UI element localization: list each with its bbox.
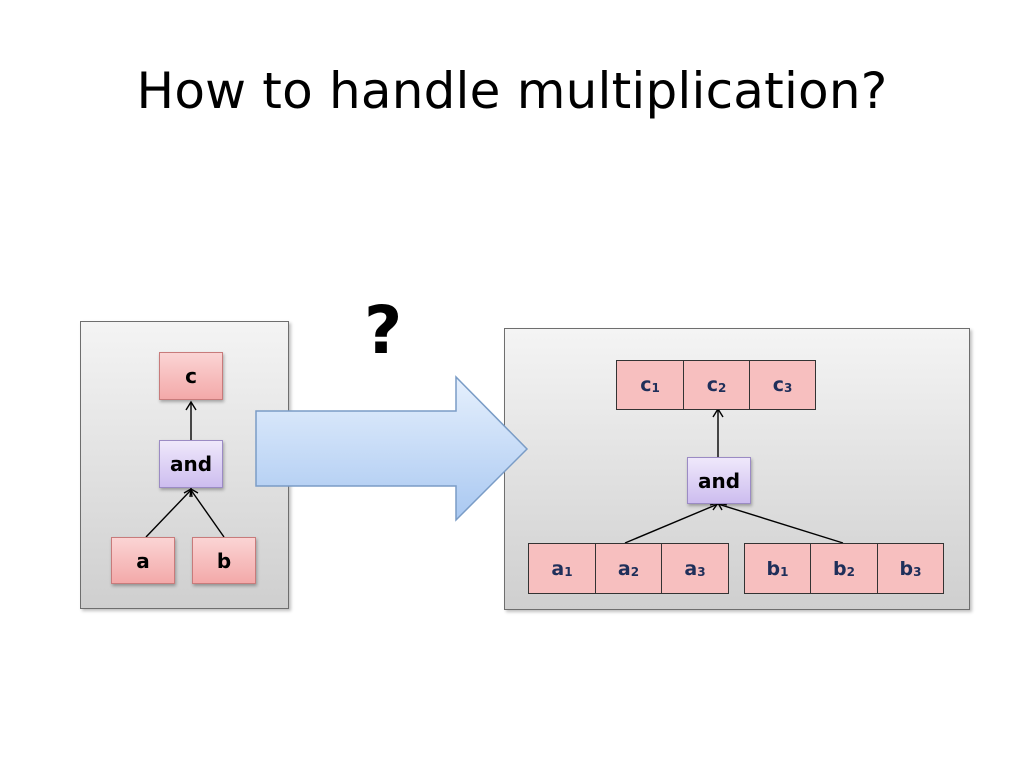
cell-base: b [833,557,847,580]
cell-base: a [617,557,631,580]
left-wires [145,400,225,538]
output-node-c: c [159,352,223,400]
cell-base: c [772,374,784,396]
question-mark: ? [364,292,403,369]
cell-index: 2 [630,564,640,579]
cell-index: 1 [564,564,573,579]
cell-index: 2 [717,381,727,395]
cell-index: 1 [651,381,660,395]
cell-base: b [899,557,914,580]
cell-base: c [640,374,652,396]
cell-index: 1 [780,564,789,579]
input-node-b: b [192,537,256,584]
cell-index: 2 [846,564,855,579]
and-gate-array: and [687,457,751,504]
cell-base: a [551,557,565,580]
input-node-a: a [111,537,175,584]
and-gate: and [159,440,223,488]
cell-base: b [766,557,781,580]
cell-base: a [684,557,698,580]
transform-arrow [255,375,529,522]
cell-index: 3 [783,381,793,395]
slide-title: How to handle multiplication? [136,62,888,120]
cell-index: 3 [697,564,706,579]
cell-index: 3 [913,564,922,579]
cell-base: c [706,374,718,396]
